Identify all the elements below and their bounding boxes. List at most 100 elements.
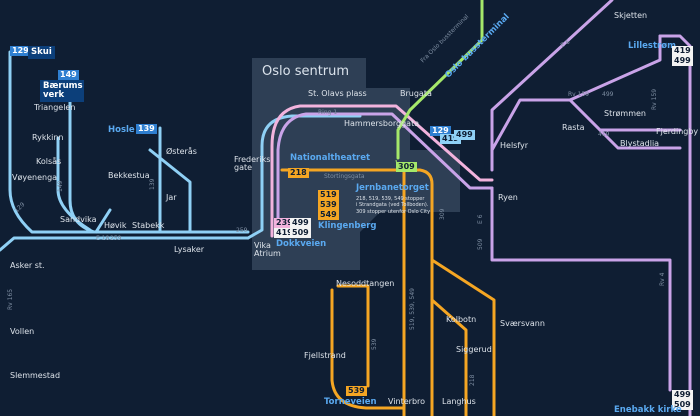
road-label: 499: [602, 91, 614, 98]
route-badge: 509: [672, 400, 693, 410]
line-enebakk: [490, 186, 672, 392]
stop-kolsas: Kolsås: [36, 157, 62, 166]
stop-vinterbro: Vinterbro: [388, 397, 426, 406]
route-badge: 309: [396, 162, 417, 172]
stop-sandvika: Sandvika: [60, 215, 97, 224]
stop-dokkveien: Dokkveien: [276, 239, 327, 249]
stop-kolbotn: Kolbotn: [446, 315, 477, 324]
stop-langhus: Langhus: [442, 397, 476, 406]
route-badge: 509: [290, 228, 311, 238]
line-siggerud: [430, 298, 468, 416]
stop-hosle: Hosle: [108, 125, 135, 135]
stop-hammersborggata: Hammersborggata: [344, 119, 420, 128]
stop-skjetten: Skjetten: [614, 11, 648, 20]
stop-fjerdingby: Fjerdingby: [656, 127, 699, 136]
stop-nesoddtangen: Nesoddtangen: [336, 279, 395, 288]
stop-skui: Skui: [28, 46, 55, 59]
route-badge: 149: [58, 70, 79, 80]
road-label: 218: [469, 374, 476, 386]
stop-lysaker: Lysaker: [174, 245, 205, 254]
route-badge: 419: [274, 228, 295, 238]
stop-slemmestad: Slemmestad: [10, 371, 61, 380]
stop-fredriks-gate: Frederiks gate: [234, 155, 271, 172]
route-badge: 539: [318, 200, 339, 210]
line-pink-inner: [270, 104, 494, 238]
stop-siggerud: Siggerud: [456, 345, 492, 354]
stop-lillestrom: Lillestrøm: [628, 41, 676, 51]
stop-baerums-verk: Bærums verk: [40, 80, 84, 102]
line-svartskog: [430, 258, 496, 416]
stop-jar: Jar: [166, 193, 177, 202]
stop-blystadlia: Blystadlia: [620, 139, 660, 148]
south-lines: [280, 168, 496, 416]
line-orange-main: [280, 168, 434, 416]
line-green: [396, 0, 484, 160]
stop-nationaltheatret: Nationaltheatret: [290, 153, 371, 163]
road-label: 259: [236, 227, 248, 234]
stop-stabekk: Stabekk: [132, 221, 165, 230]
stop-bekkestua: Bekkestua: [108, 171, 150, 180]
road-label: 139: [149, 178, 156, 190]
stop-hovik: Høvik: [104, 221, 127, 230]
line-skui: [8, 50, 250, 234]
road-label: E 6: [477, 214, 484, 224]
line-rykkinn: [56, 136, 92, 232]
route-badge: 499: [454, 130, 475, 140]
stop-ryen: Ryen: [498, 193, 518, 202]
route-badge: 419: [672, 46, 693, 56]
stop-enebakk-kirke: Enebakk kirke: [614, 405, 682, 415]
zone-title: Oslo sentrum: [262, 64, 350, 79]
line-center-west: [246, 114, 362, 240]
route-badge: 218: [288, 168, 309, 178]
line-lilac-inner: [276, 112, 494, 238]
road-label: 419: [598, 131, 610, 138]
stop-voyenenga: Vøyenenga: [12, 173, 58, 182]
route-badge: 499: [290, 218, 311, 228]
stop-fjellstrand: Fjellstrand: [304, 351, 346, 360]
route-badge: 499: [672, 390, 693, 400]
stop-jernbanetorget: Jernbanetorget: [356, 183, 429, 193]
stop-vika-atrium: Vika Atrium: [254, 241, 281, 258]
stop-st-olavs-plass: St. Olavs plass: [308, 89, 367, 98]
stop-rasta: Rasta: [562, 123, 585, 132]
route-badge: 499: [672, 56, 693, 66]
road-label: 539: [371, 338, 378, 350]
west-lines: [0, 50, 362, 252]
route-badge: 139: [136, 124, 157, 134]
stop-osteras: Østerås: [166, 147, 197, 156]
stop-helsfyr: Helsfyr: [500, 141, 529, 150]
stop-torneveien: Torneveien: [324, 397, 377, 407]
stop-svartskog: Sværsvann: [500, 319, 545, 328]
stop-note: 218, 519, 539, 549 stopper i Strandgata …: [356, 196, 431, 215]
road-label: Stortingsgata: [324, 173, 365, 180]
road-label: Rv 159: [651, 88, 658, 110]
road-label: Rv 165: [7, 288, 14, 310]
route-badge: 539: [346, 386, 367, 396]
road-label: 259: [110, 235, 122, 242]
line-nesodden: [330, 288, 406, 410]
road-label: 519, 539, 549: [409, 288, 416, 330]
stop-rykkinn: Rykkinn: [32, 133, 64, 142]
road-label: Rv 4: [659, 272, 666, 286]
road-label: 149: [57, 180, 64, 192]
route-badge: 419: [440, 134, 461, 144]
route-badge: 129: [430, 126, 451, 136]
east-lines: [270, 0, 692, 416]
route-badge: 549: [318, 210, 339, 220]
line-east-edge: [658, 34, 692, 416]
road-label: Rv 159: [568, 91, 590, 98]
route-badge: 239: [274, 218, 295, 228]
route-badge: 519: [318, 190, 339, 200]
stop-brugata: Brugata: [400, 89, 432, 98]
stop-triangelen: Triangelen: [34, 103, 76, 112]
line-osteras: [148, 148, 192, 234]
route-badge: 129: [10, 46, 31, 56]
stop-strommen: Strømmen: [604, 109, 646, 118]
road-label: E 18: [96, 235, 110, 242]
road-label: 509: [477, 238, 484, 250]
line-hovik: [94, 208, 112, 234]
line-fjellstrand: [336, 284, 370, 388]
stop-klingenberg: Klingenberg: [318, 221, 377, 231]
